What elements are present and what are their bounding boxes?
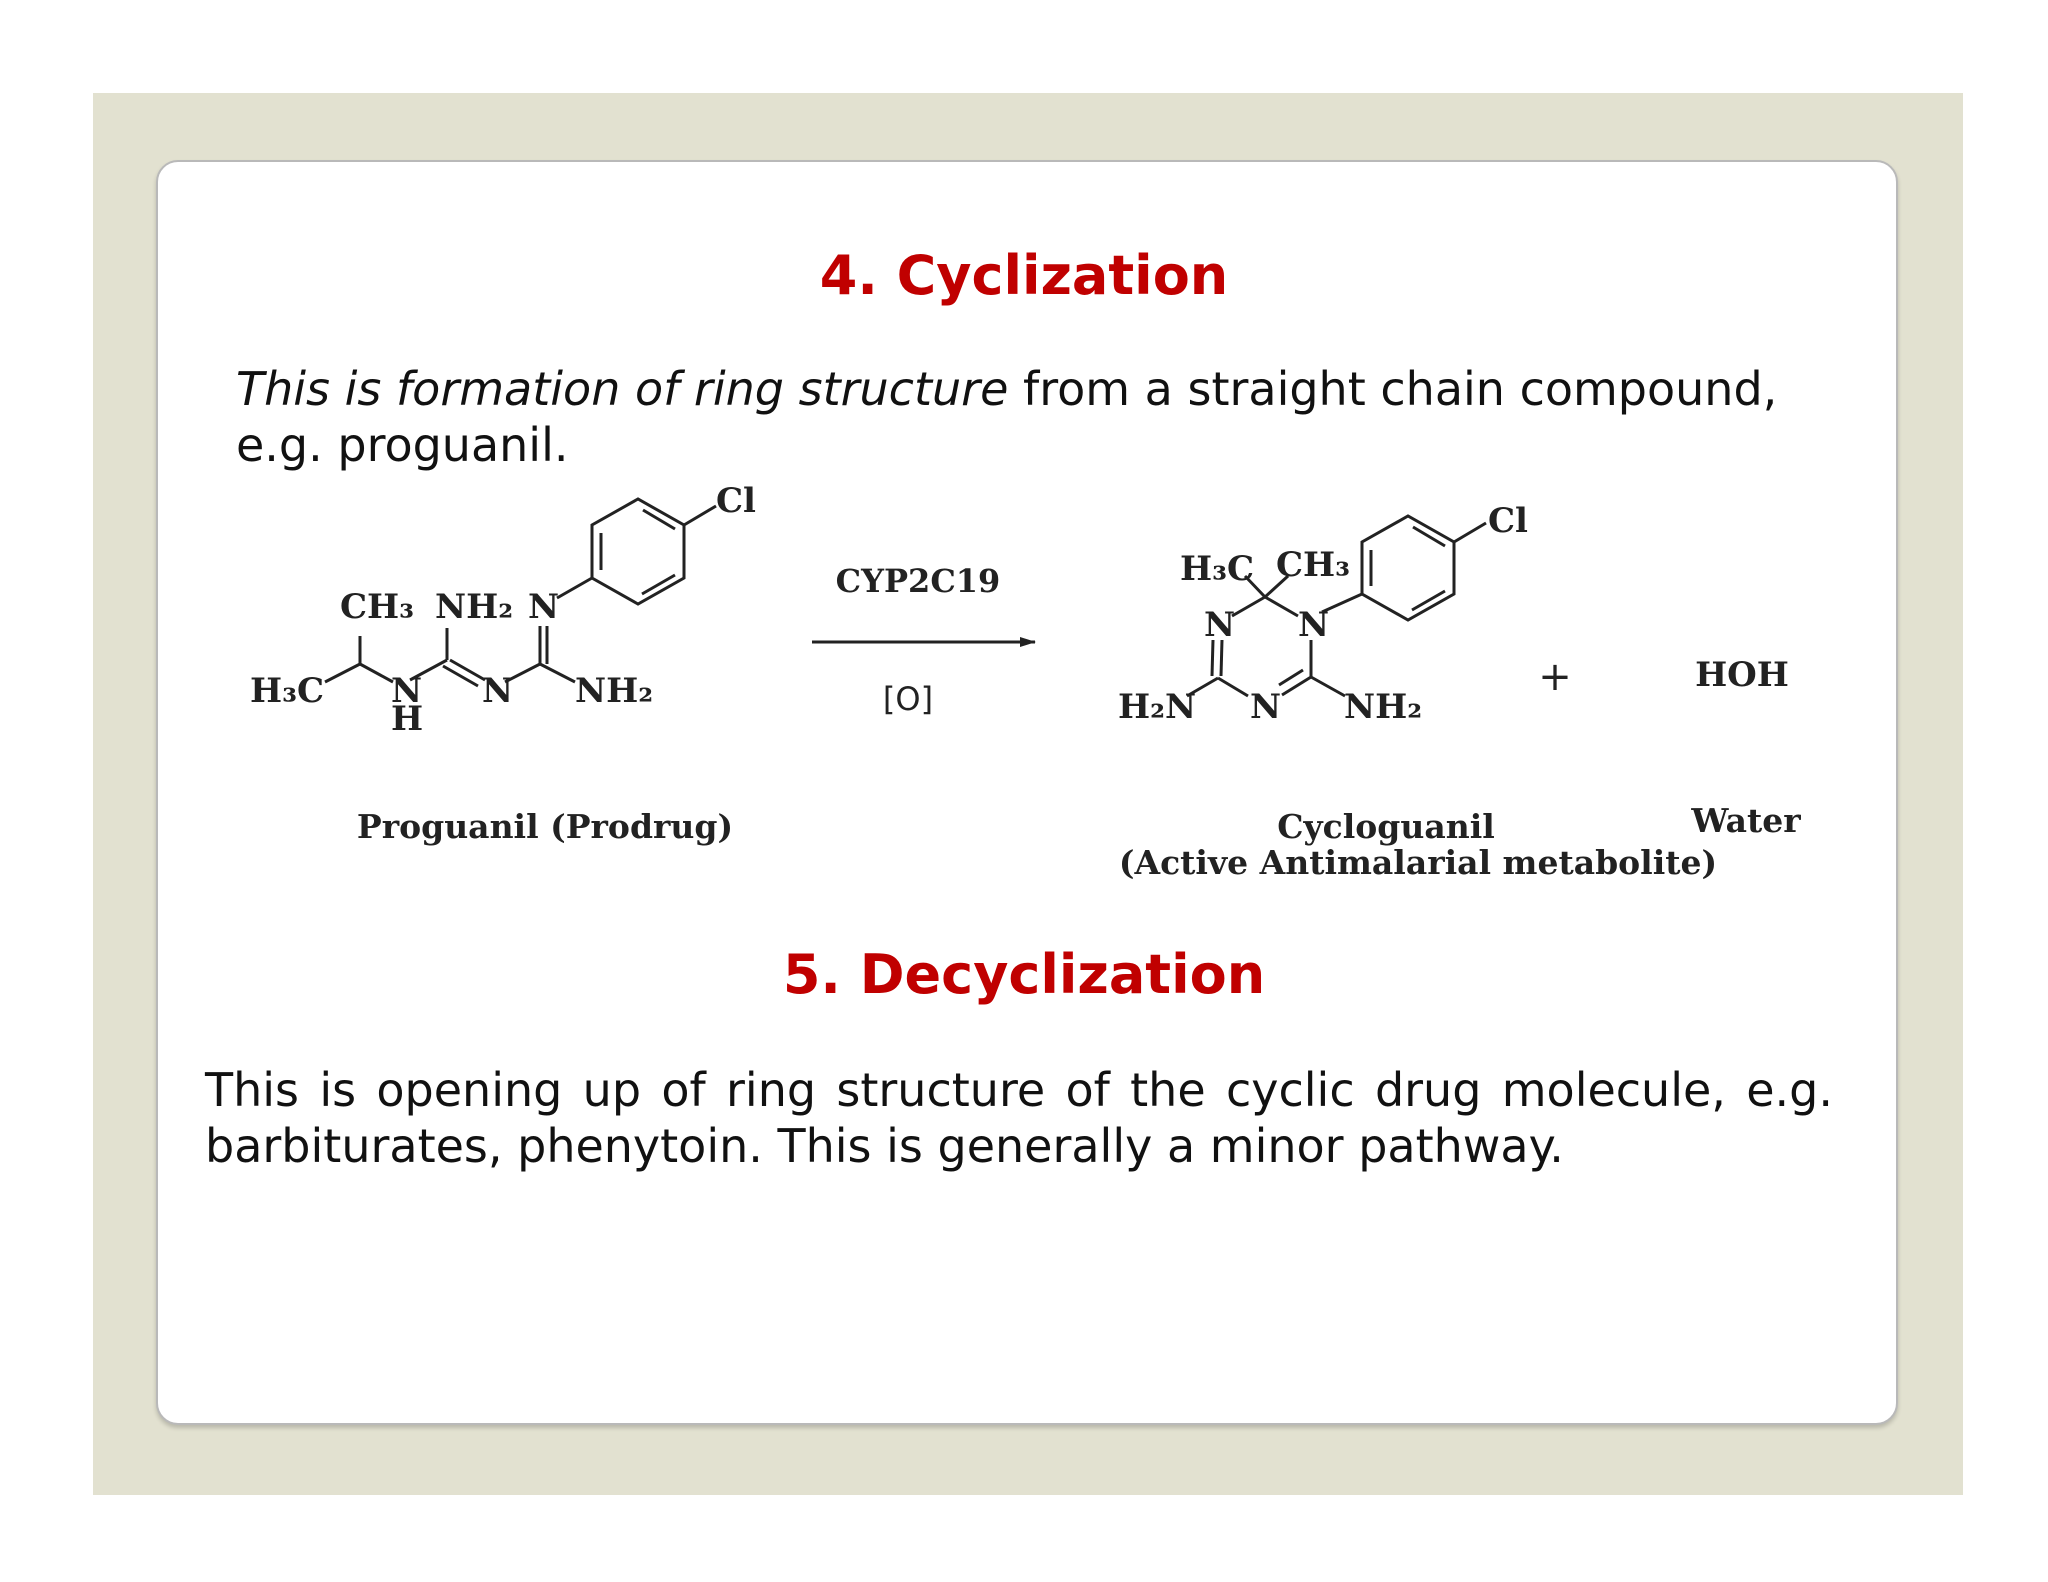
cyclization-heading: 4. Cyclization [819,244,1229,307]
cycloguanil-label: Cycloguanil [1277,807,1495,846]
atom-nh2-cyclo: NH₂ [1344,687,1422,727]
cycloguanil-structure [1186,514,1487,698]
proguanil-label: Proguanil (Prodrug) [357,807,733,846]
enzyme-label: CYP2C19 [836,562,1001,600]
proguanil-atoms: H₃C CH₃ NH₂ N N H N NH₂ Cl [250,481,756,739]
atom-nh2-top: NH₂ [435,587,513,627]
atom-h3c-gem: H₃C [1180,549,1254,589]
oxidation-label: [O] [883,680,933,718]
atom-n-middle: N [482,671,513,711]
atom-nh2-right: NH₂ [575,671,653,711]
cyclization-example: from a straight chain compound, e.g. pro… [236,362,1778,472]
decyclization-description: This is opening up of ring structure of … [205,1063,1833,1173]
cyclization-definition: This is formation of ring structure [236,362,1009,416]
atom-h3c: H₃C [250,671,324,711]
water-label: Water [1690,801,1801,840]
atom-ch3: CH₃ [340,587,414,627]
atom-ch3-gem: CH₃ [1276,545,1350,585]
water-formula: HOH [1695,655,1789,695]
cyclization-description: This is formation of ring structure from… [236,361,1816,473]
atom-n-ring-left: N [1204,605,1235,645]
atom-h2n: H₂N [1118,687,1196,727]
atom-n-ring-bottom: N [1250,687,1281,727]
atom-n-amine: N [391,671,422,711]
plus-sign: + [1538,654,1572,700]
atom-n-ring-right: N [1298,605,1329,645]
decyclization-heading: 5. Decyclization [782,943,1266,1006]
atom-h: H [391,699,423,739]
atom-n-imine: N [528,587,559,627]
cycloguanil-atoms: H₃C CH₃ N N N H₂N NH₂ Cl [1118,501,1528,727]
slide-card [156,160,1898,1425]
atom-cl-right: Cl [1488,501,1528,541]
proguanil-structure [324,497,717,688]
cycloguanil-sublabel: (Active Antimalarial metabolite) [1119,843,1717,882]
atom-cl-left: Cl [716,481,756,521]
